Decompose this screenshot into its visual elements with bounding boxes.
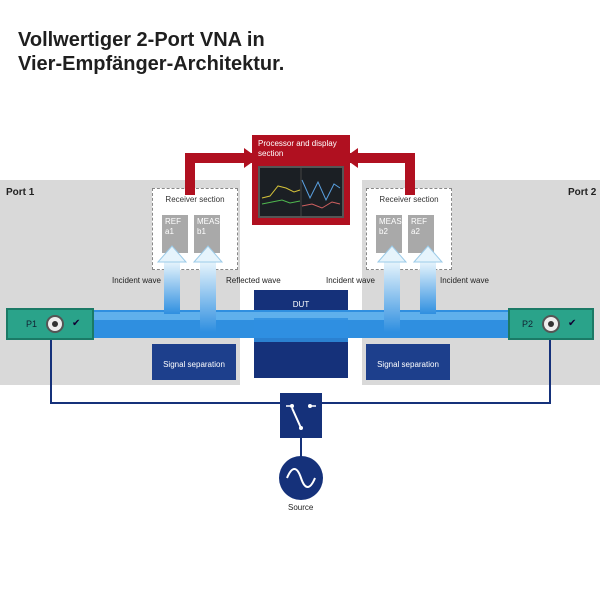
coupler-left-a1	[164, 262, 180, 314]
port-p1-box: P1 ✔	[6, 308, 94, 340]
channel-ref-a2-line1: REF	[411, 217, 427, 226]
arrow-left-head	[244, 148, 258, 168]
arrowhead-a1	[156, 245, 188, 263]
port-p1-check-icon: ✔	[72, 318, 81, 329]
switch-box-shape	[280, 393, 322, 438]
signal-separation-right-label: Signal separation	[377, 360, 439, 369]
screen-traces-icon	[260, 168, 342, 216]
wire-p2-to-switch	[322, 336, 551, 404]
receiver-section-left: Receiver section REF a1 MEAS b1	[152, 188, 238, 270]
channel-ref-a1-line2: a1	[165, 227, 174, 236]
channel-ref-a2-line2: a2	[411, 227, 420, 236]
source-label: Source	[288, 503, 314, 512]
channel-ref-a1: REF a1	[162, 215, 188, 253]
title-line-2: Vier-Empfänger-Architektur.	[18, 53, 285, 75]
port-1-label: Port 1	[6, 187, 35, 198]
wave-label-incident-right: Incident wave	[440, 276, 489, 285]
dut-label: DUT	[292, 300, 310, 309]
port-2-label: Port 2	[568, 187, 597, 198]
arrowhead-a2	[412, 245, 444, 263]
processor-label-line1: Processor and display	[258, 139, 337, 148]
channel-meas-b1-line2: b1	[197, 227, 206, 236]
receiver-section-right-title: Receiver section	[379, 195, 439, 204]
channel-ref-a1-line1: REF	[165, 217, 181, 226]
arrowhead-b1	[192, 245, 224, 263]
signal-pipe-highlight	[90, 312, 510, 320]
receiver-section-left-title: Receiver section	[165, 195, 225, 204]
signal-separation-left: Signal separation	[152, 344, 236, 380]
port-p1-connector-icon	[46, 315, 64, 333]
wave-label-incident-mid: Incident wave	[326, 276, 375, 285]
signal-separation-right: Signal separation	[366, 344, 450, 380]
port-p2-box: P2 ✔	[508, 308, 594, 340]
arrow-right-to-processor	[350, 153, 415, 195]
signal-separation-left-label: Signal separation	[163, 360, 225, 369]
wave-label-incident-left: Incident wave	[112, 276, 161, 285]
port-p1-label: P1	[26, 319, 38, 329]
dut-through-pipe	[254, 318, 348, 342]
coupler-right-a2	[420, 262, 436, 314]
processor-label-line2: section	[258, 149, 284, 158]
wire-p1-to-switch	[50, 336, 280, 404]
vna-display-screen	[258, 166, 344, 218]
coupler-left-b1	[200, 262, 216, 332]
wave-label-reflected: Reflected wave	[226, 276, 281, 285]
channel-meas-b2-line2: b2	[379, 227, 388, 236]
arrow-left-to-processor	[185, 153, 252, 195]
switch-arm	[291, 407, 302, 429]
page-title: Vollwertiger 2-Port VNA in Vier-Empfänge…	[18, 28, 284, 76]
port-p2-label: P2	[522, 319, 534, 329]
port-p2-check-icon: ✔	[568, 318, 577, 329]
arrowhead-b2	[376, 245, 408, 263]
channel-meas-b1-line1: MEAS	[197, 217, 220, 226]
channel-meas-b2: MEAS b2	[376, 215, 402, 253]
channel-meas-b2-line1: MEAS	[379, 217, 402, 226]
coupler-right-b2	[384, 262, 400, 332]
port-p2-connector-icon	[542, 315, 560, 333]
source-sine-icon	[286, 468, 316, 488]
title-line-1: Vollwertiger 2-Port VNA in	[18, 29, 265, 51]
arrow-right-head	[344, 148, 358, 168]
channel-ref-a2: REF a2	[408, 215, 434, 253]
